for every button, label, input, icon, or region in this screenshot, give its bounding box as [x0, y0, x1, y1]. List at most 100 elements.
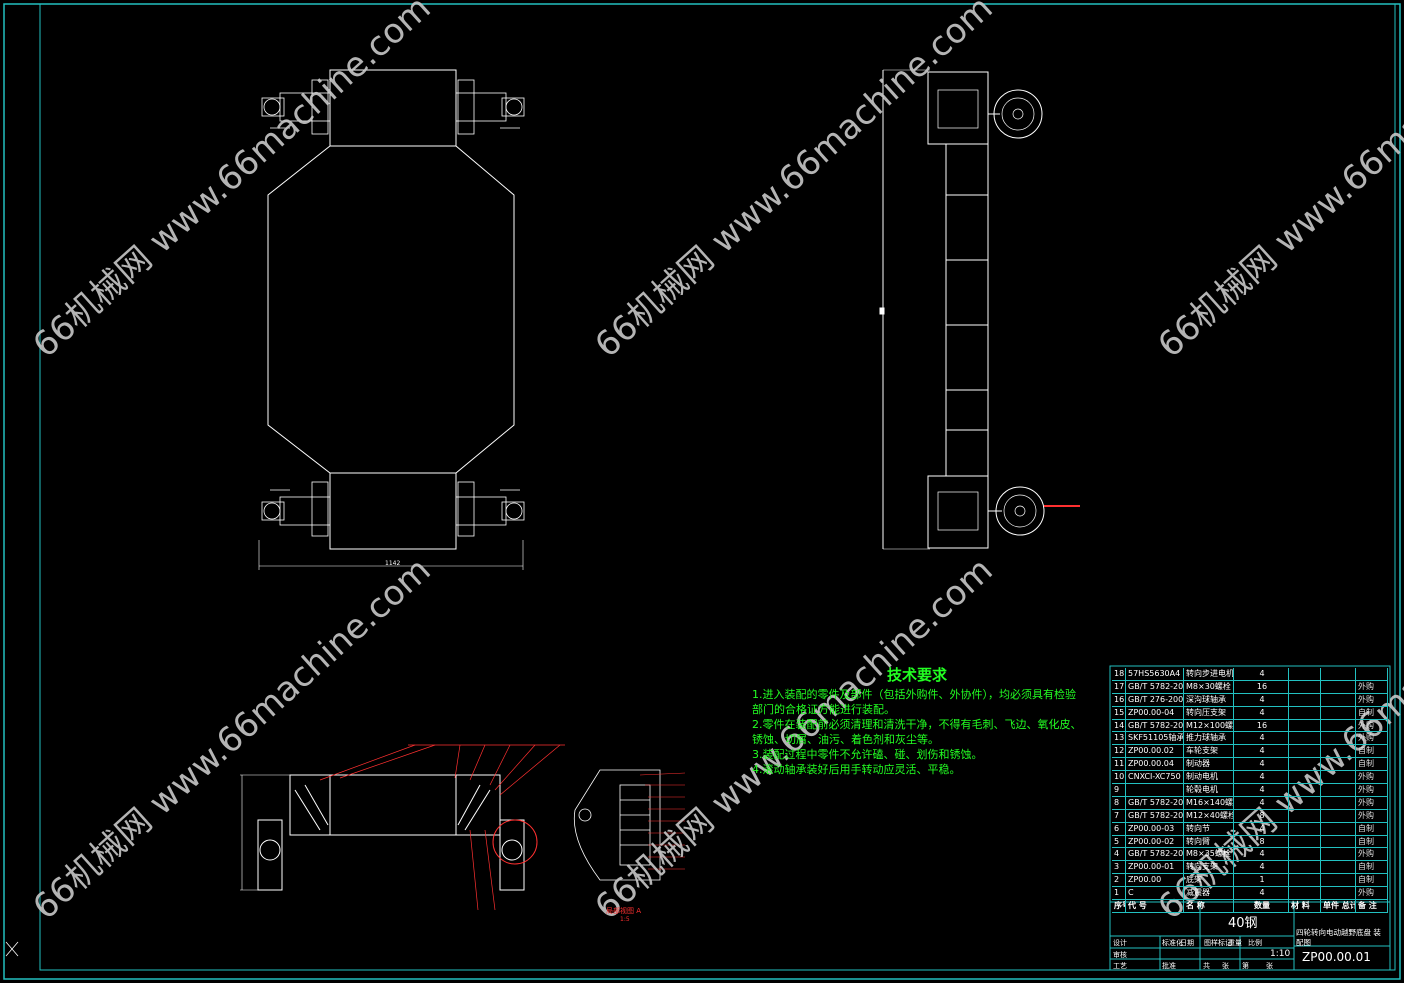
tech-requirements-title: 技术要求 [886, 666, 947, 684]
title-block-drawing-code: ZP00.00.01 [1302, 950, 1371, 964]
bom-cell-name: 推力球轴承 [1184, 732, 1234, 745]
bom-cell-qty: 4 [1234, 848, 1289, 861]
bom-cell-qty: 4 [1234, 732, 1289, 745]
bom-cell-material [1289, 784, 1321, 796]
bom-cell-no: 14 [1114, 719, 1126, 732]
tech-req-item-3: 3.装配过程中零件不允许磕、碰、划伤和锈蚀。 [752, 748, 983, 761]
bom-cell-no: 3 [1112, 861, 1126, 874]
bom-cell-material [1289, 745, 1321, 758]
bom-cell-note: 外购 [1356, 887, 1388, 900]
bom-cell-name: 底架 [1184, 874, 1234, 887]
bom-cell-note: 自制 [1356, 861, 1388, 874]
bom-cell-name: 减震器 [1184, 887, 1234, 900]
title-block-label: 设计 [1113, 939, 1127, 947]
bom-header-code: 代 号 [1126, 900, 1184, 912]
bom-header-no: 序号 [1112, 900, 1126, 912]
drawing-border-inner [39, 3, 1396, 971]
title-block-label: 日期 [1180, 939, 1194, 947]
bom-cell-note: 自制 [1356, 835, 1388, 848]
bom-cell-material [1289, 822, 1321, 835]
bom-cell-material [1289, 861, 1321, 874]
bom-cell-note: 外购 [1356, 719, 1388, 732]
bom-cell-qty: 4 [1234, 668, 1289, 680]
bom-cell-code: ZP00.00-02 [1126, 835, 1184, 848]
detail-view-scale: 1:5 [620, 916, 630, 923]
bom-cell-weight [1321, 745, 1356, 758]
bom-cell-qty: 16 [1234, 680, 1289, 693]
bom-cell-weight [1321, 874, 1356, 887]
bom-header-note: 备 注 [1356, 900, 1388, 912]
bom-cell-note: 自制 [1356, 706, 1388, 719]
bom-cell-qty: 4 [1234, 758, 1289, 771]
overall-width-dimension: 1142 [385, 560, 401, 567]
bom-cell-code: GB/T 276-2003 [1128, 693, 1184, 706]
corner-mark [5, 941, 19, 957]
technical-requirements: 技术要求 1.进入装配的零件及部件（包括外购件、外协件），均必须具有检验部门的合… [752, 668, 1082, 777]
bom-cell-note: 外购 [1356, 848, 1388, 861]
bom-cell-note: 自制 [1356, 874, 1388, 887]
bom-cell-no: 9 [1112, 784, 1126, 796]
bom-cell-weight [1321, 732, 1356, 745]
bom-cell-note: 自制 [1356, 758, 1388, 771]
detail-view-label: 局部视图 A [606, 907, 642, 915]
bom-cell-material [1289, 680, 1321, 693]
bom-cell-code: GB/T 5782-2000 [1128, 809, 1184, 822]
bom-cell-name: 转向支架 [1184, 861, 1234, 874]
title-block-label: 张 [1266, 962, 1273, 970]
bom-cell-weight [1321, 758, 1356, 771]
bom-cell-note: 外购 [1356, 796, 1388, 809]
bom-cell-weight [1321, 835, 1356, 848]
bom-header-weight: 单件 总计 重量 [1321, 900, 1356, 912]
bom-cell-name: 深沟球轴承 [1184, 693, 1234, 706]
bom-cell-name: M8×35螺栓 [1184, 848, 1234, 861]
bom-cell-name: M8×30螺栓 [1184, 680, 1234, 693]
bom-cell-qty: 4 [1234, 771, 1289, 784]
bom-cell-material [1289, 796, 1321, 809]
bom-cell-no: 8 [1112, 796, 1126, 809]
bom-cell-material [1289, 874, 1321, 887]
bom-cell-no: 10 [1114, 771, 1126, 784]
bom-cell-no: 2 [1112, 874, 1126, 887]
bom-cell-no: 16 [1114, 693, 1126, 706]
bom-cell-material [1289, 771, 1321, 784]
bom-cell-qty: 4 [1234, 784, 1289, 796]
bom-cell-note: 外购 [1356, 732, 1388, 745]
bom-cell-note: 外购 [1356, 771, 1388, 784]
title-block-drawing-title: 四轮转向电动越野底盘 装配图 [1296, 928, 1381, 947]
bom-cell-note: 外购 [1356, 680, 1388, 693]
bom-cell-code: GB/T 5782-2000 [1128, 796, 1184, 809]
bom-cell-material [1289, 719, 1321, 732]
detail-view [573, 769, 661, 881]
front-view-leaders [319, 744, 565, 911]
bom-cell-code: CNXCI-XC750 [1126, 771, 1184, 784]
bom-header: 序号 代 号 名 称 数量 材 料 单件 总计 重量 备 注 [1112, 900, 1388, 913]
bom-cell-code: GB/T 5782-2000 [1128, 848, 1184, 861]
title-block-label: 图样标记 [1204, 939, 1232, 947]
bom-cell-no: 7 [1112, 809, 1126, 822]
bom-cell-code: ZP00.00 [1126, 874, 1184, 887]
bom-cell-material [1289, 835, 1321, 848]
bom-cell-code: ZP00.00-01 [1126, 861, 1184, 874]
title-block-material: 40钢 [1228, 916, 1258, 931]
title-block-label: 比例 [1248, 939, 1262, 947]
bom-cell-name: 轮毂电机 [1184, 784, 1234, 796]
front-view [240, 774, 525, 891]
title-block-label: 标准化 [1162, 939, 1183, 947]
bom-cell-name: M16×140螺栓 [1186, 796, 1234, 809]
bom-cell-name: 制动器 [1184, 758, 1234, 771]
bom-cell-qty: 4 [1234, 706, 1289, 719]
title-block-label: 重量 [1228, 939, 1242, 947]
